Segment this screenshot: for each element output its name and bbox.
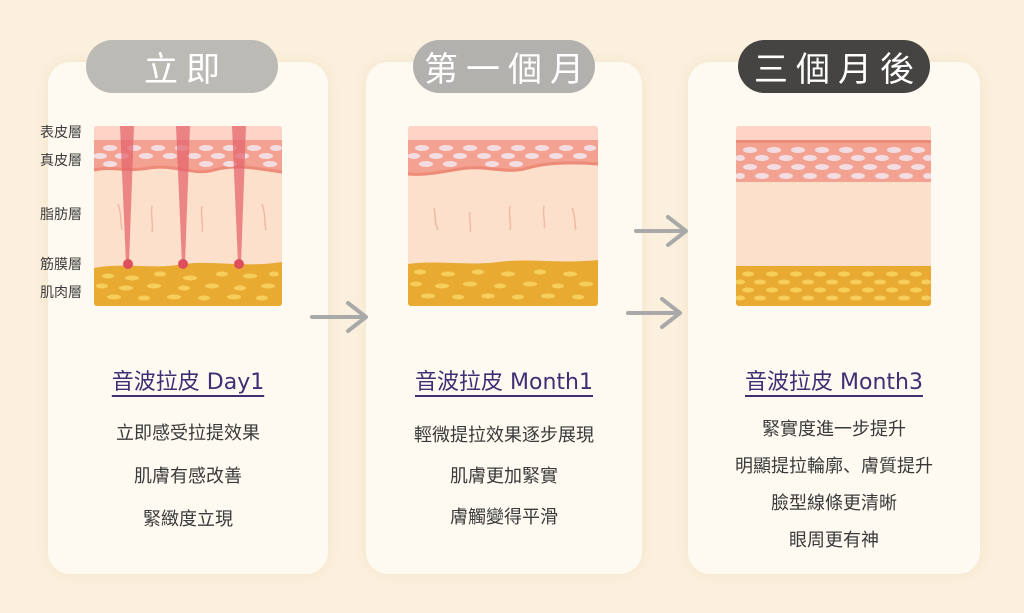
stage-point: 明顯提拉輪廓、膚質提升 [735, 456, 933, 477]
stage-points-month3: 緊實度進一步提升 明顯提拉輪廓、膚質提升 臉型線條更清晰 眼周更有神 [688, 416, 980, 564]
layer-label-fat: 脂肪層 [40, 207, 82, 223]
stage-point: 立即感受拉提效果 [116, 423, 260, 444]
stage-point: 緊緻度立現 [143, 509, 233, 530]
stage-label-day1: 立即 [86, 40, 278, 93]
stage-label-month1: 第一個月 [413, 40, 595, 93]
layer-label-epidermis: 表皮層 [40, 125, 82, 141]
skin-diagram-month1 [408, 126, 598, 306]
layer-label-dermis: 真皮層 [40, 153, 82, 169]
stage-point: 臉型線條更清晰 [771, 493, 897, 514]
stage-label-month3: 三個月後 [738, 40, 930, 93]
stage-point: 膚觸變得平滑 [450, 507, 558, 528]
stage-title-day1: 音波拉皮 Day1 [111, 370, 265, 395]
stage-point: 肌膚更加緊實 [450, 466, 558, 487]
stage-point: 輕微提拉效果逐步展現 [414, 425, 594, 446]
layer-label-fascia: 筋膜層 [40, 257, 82, 273]
arrow-right-icon [626, 296, 684, 330]
stage-title-month3: 音波拉皮 Month3 [745, 370, 923, 395]
skin-diagram-day1 [94, 126, 282, 306]
stage-point: 緊實度進一步提升 [762, 419, 906, 440]
arrow-right-icon [634, 214, 690, 248]
stage-title-month1: 音波拉皮 Month1 [415, 370, 593, 395]
stage-point: 眼周更有神 [789, 530, 879, 551]
stage-points-day1: 立即感受拉提效果 肌膚有感改善 緊緻度立現 [48, 420, 328, 549]
stage-point: 肌膚有感改善 [134, 466, 242, 487]
skin-diagram-month3 [736, 126, 931, 306]
layer-label-muscle: 肌肉層 [40, 285, 82, 301]
stage-points-month1: 輕微提拉效果逐步展現 肌膚更加緊實 膚觸變得平滑 [366, 422, 642, 545]
arrow-right-icon [310, 300, 370, 334]
